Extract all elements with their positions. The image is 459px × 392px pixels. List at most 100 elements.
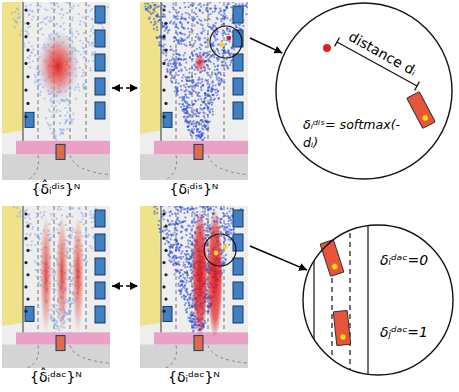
- trajectory-dot: [32, 10, 34, 12]
- trajectory-dot: [86, 235, 88, 237]
- trajectory-dot: [171, 81, 173, 83]
- zoom-circle: [210, 26, 242, 58]
- trajectory-dot: [184, 6, 186, 8]
- trajectory-dot: [201, 108, 203, 110]
- trajectory-dot: [198, 136, 200, 138]
- trajectory-dot: [186, 274, 188, 276]
- trajectory-dot: [185, 76, 187, 78]
- pole-marker: [26, 22, 29, 25]
- trajectory-dot: [171, 66, 173, 68]
- trajectory-dot: [51, 7, 53, 9]
- trajectory-dot: [188, 34, 190, 36]
- trajectory-dot: [207, 126, 209, 128]
- trajectory-dot: [52, 298, 54, 300]
- trajectory-dot: [83, 21, 85, 23]
- trajectory-dot: [205, 104, 207, 106]
- trajectory-dot: [81, 75, 83, 77]
- pole-marker: [164, 102, 167, 105]
- trajectory-dot: [16, 215, 18, 217]
- trajectory-dot: [229, 54, 231, 56]
- trajectory-dot: [52, 320, 54, 322]
- trajectory-dot: [68, 288, 70, 290]
- trajectory-dot: [175, 249, 177, 251]
- trajectory-dot: [226, 7, 228, 9]
- trajectory-dot: [200, 89, 202, 91]
- lane-line: [38, 206, 39, 332]
- trajectory-dot: [191, 76, 193, 78]
- trajectory-dot: [237, 23, 239, 25]
- trajectory-dot: [200, 133, 202, 135]
- trajectory-dot: [88, 42, 90, 44]
- trajectory-dot: [227, 52, 229, 54]
- trajectory-dot: [197, 79, 199, 81]
- sidewalk: [140, 206, 161, 326]
- trajectory-dot: [54, 8, 56, 10]
- bev-image: [140, 2, 248, 180]
- trajectory-dot: [55, 139, 57, 141]
- trajectory-dot: [200, 98, 202, 100]
- text-anchor: δᵢᵈⁱˢ= softmax(-dᵢ): [303, 116, 403, 152]
- trajectory-dot: [56, 325, 58, 327]
- trajectory-dot: [226, 212, 228, 214]
- trajectory-dot: [226, 6, 228, 8]
- trajectory-dot: [92, 53, 94, 55]
- trajectory-dot: [208, 84, 210, 86]
- trajectory-dot: [59, 110, 61, 112]
- trajectory-dot: [182, 33, 184, 35]
- trajectory-dot: [20, 210, 22, 212]
- trajectory-dot: [43, 214, 45, 216]
- trajectory-dot: [78, 208, 80, 210]
- trajectory-dot: [59, 25, 61, 27]
- trajectory-dot: [206, 64, 208, 66]
- trajectory-dot: [173, 37, 175, 39]
- bev-illustration: [2, 206, 110, 368]
- trajectory-dot: [171, 213, 173, 215]
- trajectory-dot: [169, 11, 171, 13]
- trajectory-dot: [79, 23, 81, 25]
- trajectory-dot: [169, 71, 171, 73]
- trajectory-dot: [208, 59, 210, 61]
- trajectory-dot: [177, 74, 179, 76]
- lane-line: [224, 206, 225, 332]
- trajectory-dot: [203, 107, 205, 109]
- trajectory-dot: [166, 26, 168, 28]
- trajectory-dot: [204, 137, 206, 139]
- trajectory-dot: [49, 128, 51, 130]
- trajectory-dot: [144, 5, 146, 7]
- trajectory-dot: [229, 64, 231, 66]
- trajectory-dot: [34, 54, 36, 56]
- trajectory-dot: [57, 208, 59, 210]
- trajectory-dot: [70, 237, 72, 239]
- trajectory-dot: [58, 327, 60, 329]
- trajectory-dot: [207, 114, 209, 116]
- trajectory-dot: [18, 13, 20, 15]
- trajectory-dot: [232, 2, 234, 3]
- trajectory-dot: [60, 208, 62, 210]
- trajectory-dot: [238, 3, 240, 5]
- trajectory-dot: [176, 87, 178, 89]
- target-dot: [227, 36, 231, 40]
- trajectory-dot: [191, 104, 193, 106]
- trajectory-dot: [215, 73, 217, 75]
- trajectory-dot: [52, 131, 54, 133]
- trajectory-dot: [227, 52, 229, 54]
- trajectory-dot: [216, 49, 218, 51]
- trajectory-dot: [70, 272, 72, 274]
- trajectory-dot: [88, 60, 90, 62]
- trajectory-dot: [69, 110, 71, 112]
- trajectory-dot: [34, 233, 36, 235]
- bev-panel: {δ̂ᵢᵈⁱˢ}ᴺ: [2, 2, 110, 198]
- trajectory-dot: [24, 22, 26, 24]
- trajectory-dot: [13, 18, 15, 20]
- trajectory-dot: [206, 95, 208, 97]
- trajectory-dot: [159, 36, 161, 38]
- trajectory-dot: [55, 135, 57, 137]
- trajectory-dot: [177, 53, 179, 55]
- trajectory-dot: [161, 23, 163, 25]
- lane-line: [192, 2, 193, 141]
- trajectory-dot: [214, 89, 216, 91]
- trajectory-dot: [179, 2, 181, 3]
- trajectory-dot: [226, 65, 228, 67]
- trajectory-dot: [178, 11, 180, 13]
